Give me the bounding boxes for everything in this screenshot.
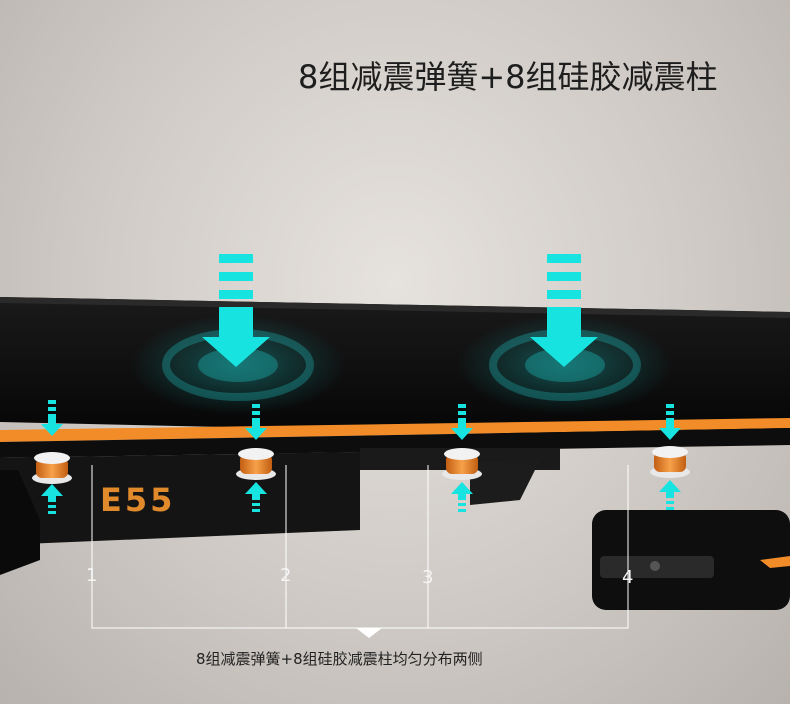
rear-foot bbox=[592, 510, 790, 610]
down-arrow-icon bbox=[202, 254, 270, 367]
headline: 8组减震弹簧+8组硅胶减震柱 bbox=[298, 58, 718, 96]
small-up-arrow-icon bbox=[451, 482, 473, 512]
shock-spring bbox=[32, 452, 72, 484]
small-up-arrow-icon bbox=[659, 480, 681, 510]
shock-spring bbox=[650, 446, 690, 478]
callout-2: 2 bbox=[280, 565, 292, 586]
small-down-arrow-icon bbox=[245, 404, 267, 440]
caption: 8组减震弹簧+8组硅胶减震柱均匀分布两侧 bbox=[196, 650, 483, 668]
callout-1: 1 bbox=[86, 565, 98, 586]
orange-stripe bbox=[0, 418, 790, 442]
shock-spring bbox=[442, 448, 482, 480]
small-up-arrow-icon bbox=[245, 482, 267, 512]
callout-4: 4 bbox=[622, 567, 634, 588]
callout-3: 3 bbox=[422, 567, 434, 588]
small-down-arrow-icon bbox=[451, 404, 473, 440]
down-arrow-icon bbox=[530, 254, 598, 367]
callout-pointer bbox=[356, 628, 382, 638]
small-down-arrow-icon bbox=[41, 400, 63, 436]
small-up-arrow-icon bbox=[41, 484, 63, 514]
shock-spring bbox=[236, 448, 276, 480]
model-label: E55 bbox=[100, 481, 175, 519]
small-down-arrow-icon bbox=[659, 404, 681, 440]
